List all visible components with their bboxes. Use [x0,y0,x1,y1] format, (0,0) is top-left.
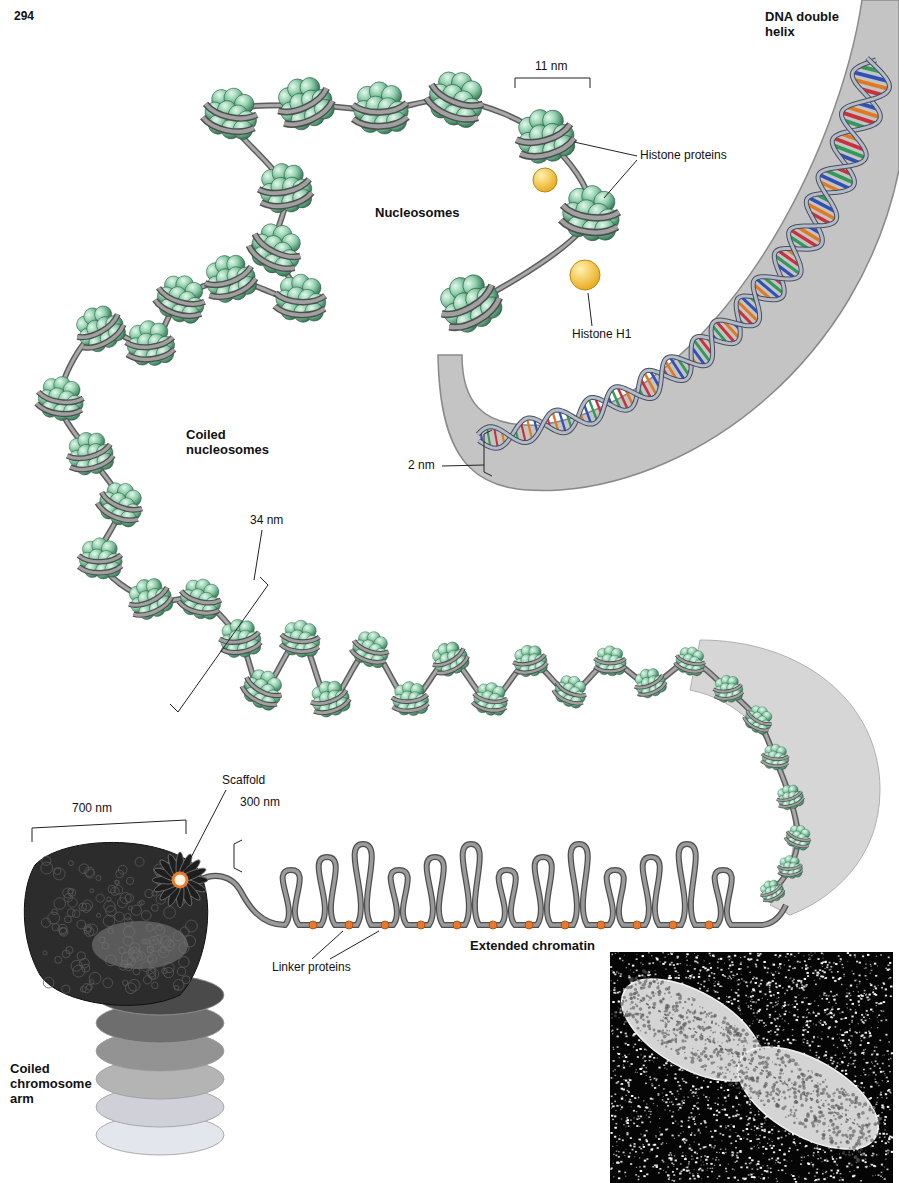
page: 294DNA double helix11 nmHistone proteins… [0,0,899,1183]
